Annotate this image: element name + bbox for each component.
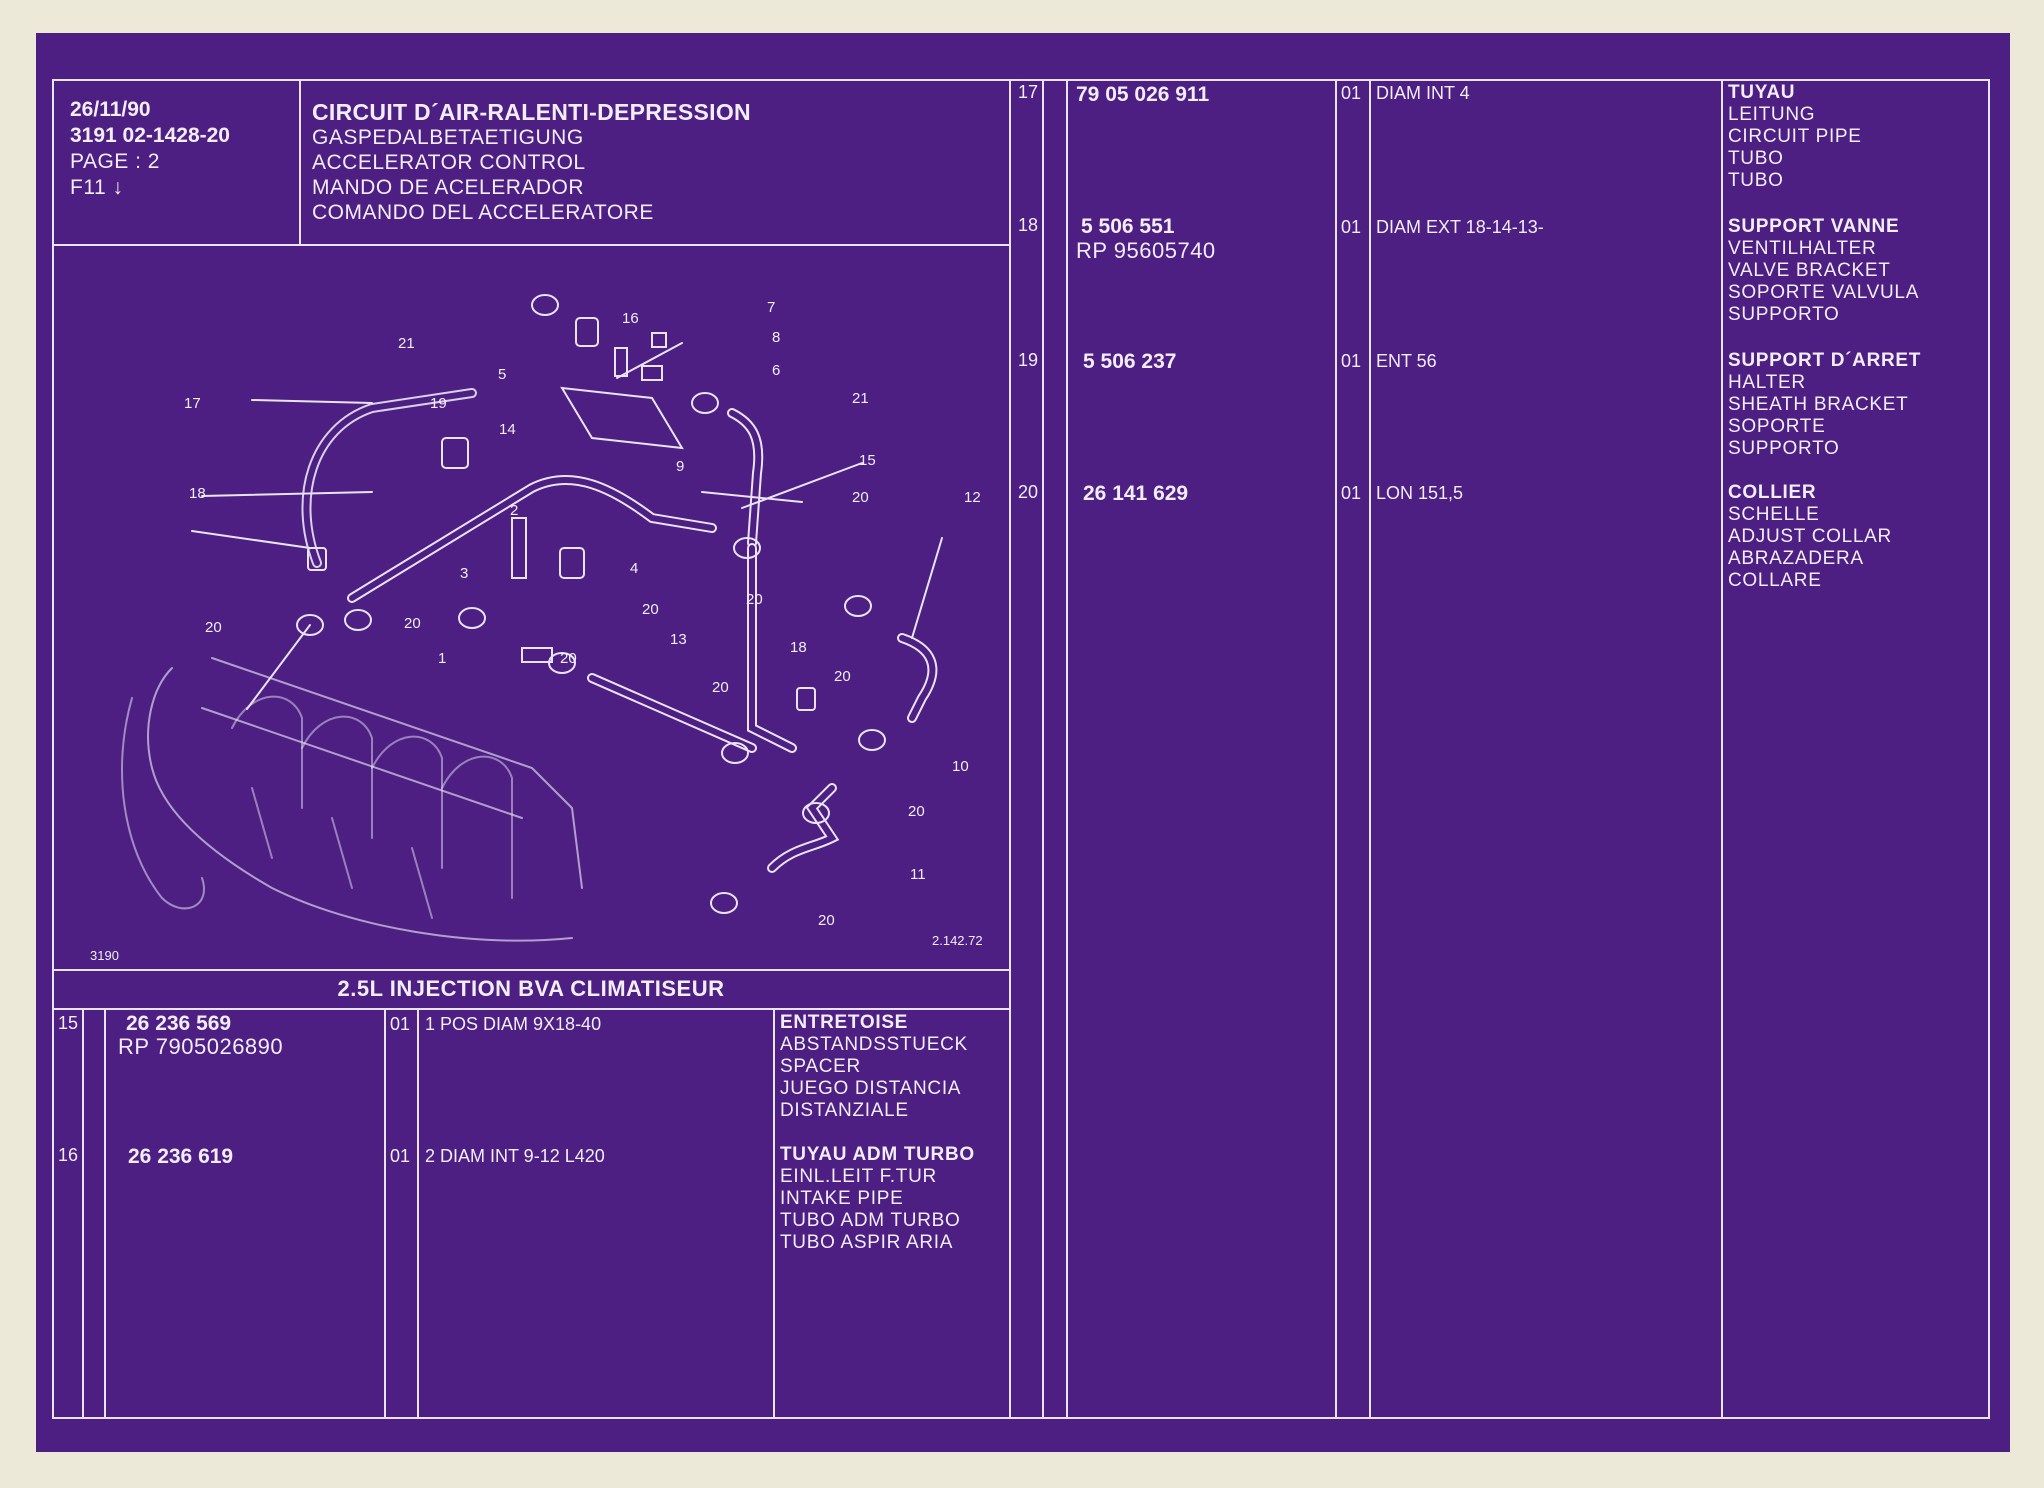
table-col-names-right bbox=[1721, 79, 1723, 1419]
figure-ref: F11 ↓ bbox=[70, 176, 124, 199]
drawing-ref: 2.142.72 bbox=[932, 933, 983, 948]
table-col-gap-right bbox=[1066, 79, 1068, 1419]
item-16-spec: 2 DIAM INT 9-12 L420 bbox=[425, 1146, 605, 1166]
table-col-names bbox=[773, 1008, 775, 1419]
page-number: PAGE : 2 bbox=[70, 150, 160, 173]
item-15-no: 15 bbox=[58, 1013, 79, 1033]
item-18-rp: RP 95605740 bbox=[1076, 238, 1216, 263]
item-15-spec: 1 POS DIAM 9X18-40 bbox=[425, 1014, 602, 1034]
callout-14: 14 bbox=[499, 421, 516, 438]
item-18-names: SUPPORT VANNE VENTILHALTER VALVE BRACKET… bbox=[1728, 216, 1920, 325]
header-column-divider bbox=[299, 79, 301, 245]
item-18-part: 5 506 551 bbox=[1081, 215, 1175, 238]
table-col-qty bbox=[384, 1008, 386, 1419]
title-it: COMANDO DEL ACCELERATORE bbox=[312, 201, 654, 224]
callout-20j: 20 bbox=[746, 591, 763, 608]
callout-7: 7 bbox=[767, 299, 775, 316]
item-19-qty: 01 bbox=[1341, 351, 1362, 371]
exploded-parts-diagram: 1 2 3 4 5 6 7 8 9 10 11 12 13 14 15 16 1… bbox=[90, 294, 983, 963]
section-title: 2.5L INJECTION BVA CLIMATISEUR bbox=[337, 976, 725, 1001]
section-title-bottom-line bbox=[52, 1008, 1010, 1010]
item-19-spec: ENT 56 bbox=[1376, 351, 1437, 371]
item-20-spec: LON 151,5 bbox=[1376, 483, 1464, 503]
item-16-part: 26 236 619 bbox=[128, 1145, 234, 1168]
callout-11: 11 bbox=[910, 866, 926, 883]
callout-12: 12 bbox=[964, 489, 981, 506]
item-17-qty: 01 bbox=[1341, 83, 1362, 103]
callout-3: 3 bbox=[460, 565, 468, 582]
item-16-qty: 01 bbox=[390, 1146, 411, 1166]
item-15-names: ENTRETOISE ABSTANDSSTUECK SPACER JUEGO D… bbox=[780, 1012, 968, 1121]
callout-18a: 18 bbox=[189, 485, 206, 502]
item-17-part: 79 05 026 911 bbox=[1076, 83, 1210, 106]
item-15-rp: RP 7905026890 bbox=[118, 1034, 284, 1059]
callout-20b: 20 bbox=[404, 615, 421, 632]
callout-20a: 20 bbox=[205, 619, 222, 636]
item-19-names: SUPPORT D´ARRET HALTER SHEATH BRACKET SO… bbox=[1728, 350, 1922, 459]
figure-code: 3190 bbox=[90, 948, 119, 963]
item-19-no: 19 bbox=[1018, 350, 1039, 370]
item-17-no: 17 bbox=[1018, 82, 1039, 102]
item-17-spec: DIAM INT 4 bbox=[1376, 83, 1470, 103]
callout-8: 8 bbox=[772, 329, 780, 346]
callout-20g: 20 bbox=[908, 803, 925, 820]
panel-divider bbox=[1009, 79, 1011, 1419]
callout-5: 5 bbox=[498, 366, 506, 383]
table-col-spec bbox=[417, 1008, 419, 1419]
callout-15: 15 bbox=[859, 452, 876, 469]
title-en: ACCELERATOR CONTROL bbox=[312, 151, 586, 174]
item-20-names: COLLIER SCHELLE ADJUST COLLAR ABRAZADERA… bbox=[1728, 482, 1892, 591]
item-20-part: 26 141 629 bbox=[1083, 482, 1189, 505]
item-17-names: TUYAU LEITUNG CIRCUIT PIPE TUBO TUBO bbox=[1728, 82, 1862, 191]
callout-20i: 20 bbox=[560, 650, 577, 667]
sheet-border bbox=[52, 79, 1990, 1419]
callout-20h: 20 bbox=[818, 912, 835, 929]
item-15-part: 26 236 569 bbox=[126, 1012, 232, 1035]
callout-20c: 20 bbox=[642, 601, 659, 618]
callout-10: 10 bbox=[952, 758, 969, 775]
callout-1: 1 bbox=[438, 650, 446, 667]
callout-18b: 18 bbox=[790, 639, 807, 656]
header-divider bbox=[52, 244, 1010, 246]
item-15-qty: 01 bbox=[390, 1014, 411, 1034]
item-16-no: 16 bbox=[58, 1145, 79, 1165]
table-col-gap bbox=[104, 1008, 106, 1419]
callout-19: 19 bbox=[430, 395, 447, 412]
title-es: MANDO DE ACELERADOR bbox=[312, 176, 585, 199]
diagram-bottom-line bbox=[52, 969, 1010, 971]
parts-catalog-sheet: 26/11/90 3191 02-1428-20 PAGE : 2 F11 ↓ … bbox=[36, 33, 2010, 1452]
callout-21b: 21 bbox=[852, 390, 869, 407]
table-col-no bbox=[82, 1008, 84, 1419]
item-18-qty: 01 bbox=[1341, 217, 1362, 237]
callout-21a: 21 bbox=[398, 335, 415, 352]
item-16-names: TUYAU ADM TURBO EINL.LEIT F.TUR INTAKE P… bbox=[780, 1144, 975, 1253]
table-col-no-right bbox=[1042, 79, 1044, 1419]
callout-4: 4 bbox=[630, 560, 638, 577]
callout-13: 13 bbox=[670, 631, 687, 648]
doc-date: 26/11/90 bbox=[70, 98, 151, 121]
callout-20d: 20 bbox=[852, 489, 869, 506]
item-18-spec: DIAM EXT 18-14-13- bbox=[1376, 217, 1544, 237]
item-20-qty: 01 bbox=[1341, 483, 1362, 503]
table-col-qty-right bbox=[1335, 79, 1337, 1419]
callout-6: 6 bbox=[772, 362, 780, 379]
callout-9: 9 bbox=[676, 458, 684, 475]
callout-20e: 20 bbox=[712, 679, 729, 696]
item-19-part: 5 506 237 bbox=[1083, 350, 1177, 373]
callout-2: 2 bbox=[510, 502, 518, 519]
callout-17: 17 bbox=[184, 395, 201, 412]
callout-16: 16 bbox=[622, 310, 639, 327]
item-18-no: 18 bbox=[1018, 215, 1039, 235]
table-col-spec-right bbox=[1369, 79, 1371, 1419]
item-20-no: 20 bbox=[1018, 482, 1039, 502]
title-de: GASPEDALBETAETIGUNG bbox=[312, 126, 584, 149]
page-title: CIRCUIT D´AIR-RALENTI-DEPRESSION bbox=[312, 99, 751, 125]
callout-20f: 20 bbox=[834, 668, 851, 685]
doc-ref-code: 3191 02-1428-20 bbox=[70, 124, 230, 147]
